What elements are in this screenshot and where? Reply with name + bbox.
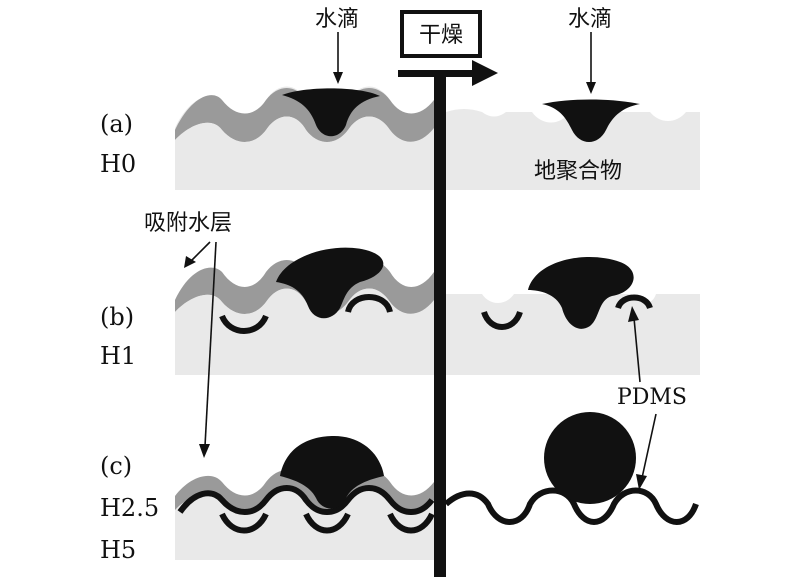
arrow-adsorbed-2 — [204, 241, 217, 447]
substrate-b-surface — [175, 288, 434, 375]
geopolymer-label: 地聚合物 — [534, 159, 622, 184]
arrow-pdms-2-head-icon — [636, 474, 647, 490]
water-drop-c-left — [280, 436, 384, 509]
dry-box-label: 干燥 — [419, 23, 463, 48]
sample-label-h5: H5 — [100, 536, 136, 564]
water-drop-a-right — [542, 99, 640, 142]
dry-arrow-head-icon — [472, 60, 498, 86]
panel-label-b: (b) — [100, 303, 134, 331]
dry-arrow-shaft — [398, 70, 476, 77]
row-b — [175, 247, 700, 375]
arrow-water-right-head-icon — [586, 82, 596, 94]
substrate-a-surface — [175, 116, 434, 190]
arrow-water-left-head-icon — [333, 72, 343, 84]
arrow-adsorbed-2-head-icon — [199, 444, 210, 458]
water-drop-c-right — [544, 412, 636, 504]
sample-label-h1: H1 — [100, 342, 136, 370]
water-drop-b-left — [276, 247, 384, 319]
arrow-pdms-2 — [641, 413, 657, 479]
row-a — [175, 86, 700, 190]
dry-box — [400, 10, 482, 58]
water-drop-a-left — [282, 88, 380, 137]
pdms-c-right — [444, 487, 699, 525]
substrate-b-right — [446, 294, 700, 375]
arrow-adsorbed-1 — [189, 241, 211, 263]
water-layer-c — [175, 470, 434, 512]
sample-label-h25: H2.5 — [100, 494, 159, 522]
pdms-b-left-2 — [345, 294, 393, 314]
water-drop-b-right — [528, 257, 634, 329]
pdms-c-left-bottom — [219, 512, 435, 534]
pdms-label: PDMS — [617, 385, 687, 410]
divider-line — [434, 72, 446, 577]
sample-label-h0: H0 — [100, 150, 136, 178]
substrate-a-right — [446, 109, 700, 190]
pdms-b-right-1 — [481, 310, 523, 330]
pdms-b-left-1 — [219, 314, 269, 334]
water-drop-label-right: 水滴 — [568, 7, 612, 32]
arrow-pdms-1 — [633, 317, 641, 383]
arrow-adsorbed-1-head-icon — [184, 256, 196, 268]
adsorbed-water-label: 吸附水层 — [144, 211, 232, 236]
panel-label-c: (c) — [100, 452, 132, 480]
panel-label-a: (a) — [100, 110, 133, 138]
pdms-b-right-2 — [615, 294, 653, 310]
water-layer-a — [175, 88, 434, 142]
water-drop-label-left: 水滴 — [315, 7, 359, 32]
row-c — [175, 412, 699, 560]
pdms-c-left-top — [177, 485, 435, 515]
arrow-pdms-1-head-icon — [628, 306, 639, 322]
